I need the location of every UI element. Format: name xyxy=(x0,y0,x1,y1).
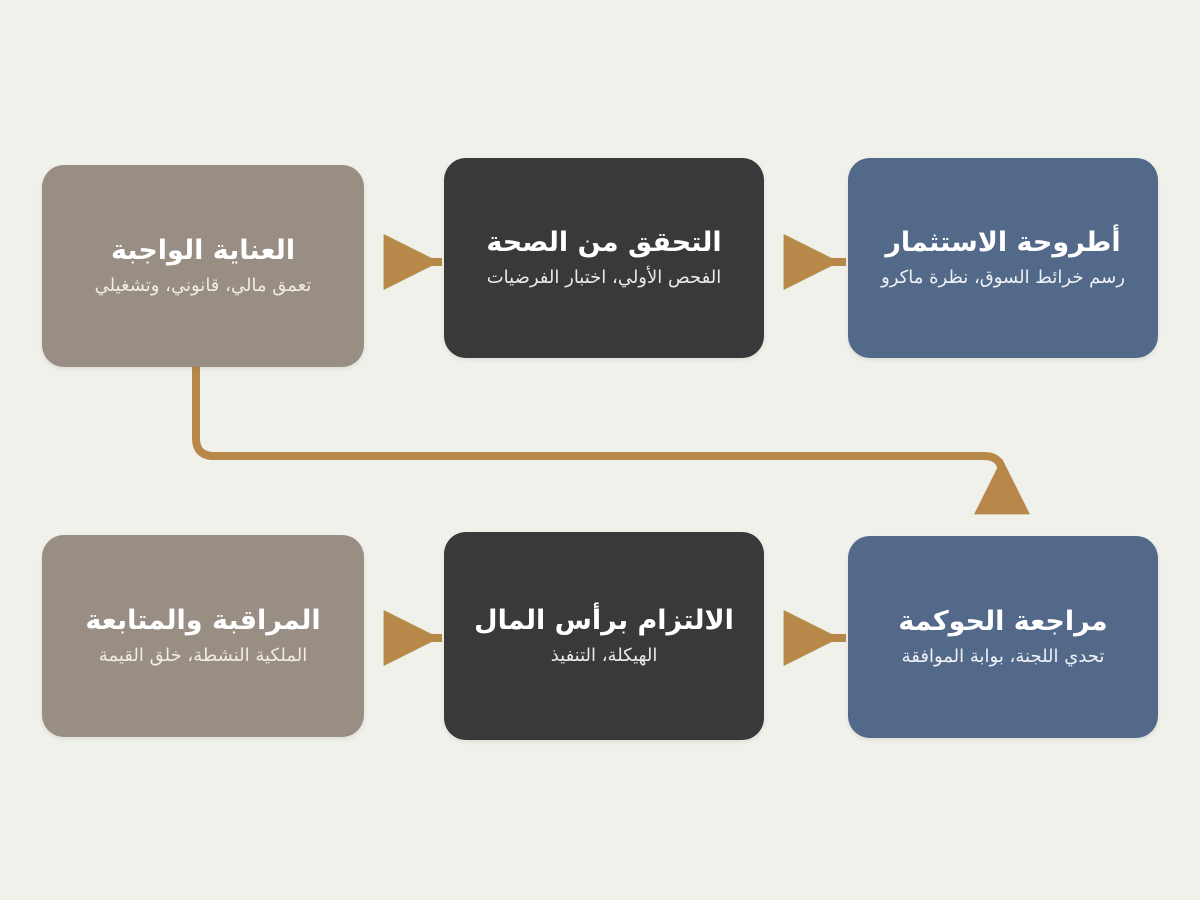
node-title: العناية الواجبة xyxy=(110,235,296,267)
node-title: المراقبة والمتابعة xyxy=(85,605,321,637)
node-subtitle: تحدي اللجنة، بوابة الموافقة xyxy=(901,646,1105,668)
node-validation[interactable]: التحقق من الصحة الفحص الأولي، اختبار الف… xyxy=(444,158,764,358)
node-monitoring-followup[interactable]: المراقبة والمتابعة الملكية النشطة، خلق ا… xyxy=(42,535,364,737)
node-governance-review[interactable]: مراجعة الحوكمة تحدي اللجنة، بوابة المواف… xyxy=(848,536,1158,738)
node-subtitle: الملكية النشطة، خلق القيمة xyxy=(98,645,308,667)
node-title: مراجعة الحوكمة xyxy=(898,606,1108,638)
node-capital-commitment[interactable]: الالتزام برأس المال الهيكلة، التنفيذ xyxy=(444,532,764,740)
node-investment-thesis[interactable]: أطروحة الاستثمار رسم خرائط السوق، نظرة م… xyxy=(848,158,1158,358)
node-due-diligence[interactable]: العناية الواجبة تعمق مالي، قانوني، وتشغي… xyxy=(42,165,364,367)
node-subtitle: الهيكلة، التنفيذ xyxy=(550,645,658,667)
node-subtitle: الفحص الأولي، اختبار الفرضيات xyxy=(486,267,722,289)
node-title: الالتزام برأس المال xyxy=(474,605,734,637)
node-title: التحقق من الصحة xyxy=(486,227,722,259)
node-subtitle: رسم خرائط السوق، نظرة ماكرو xyxy=(881,267,1125,289)
node-subtitle: تعمق مالي، قانوني، وتشغيلي xyxy=(94,275,312,297)
node-title: أطروحة الاستثمار xyxy=(885,227,1121,259)
connector-diligence-to-governance xyxy=(192,363,1030,515)
